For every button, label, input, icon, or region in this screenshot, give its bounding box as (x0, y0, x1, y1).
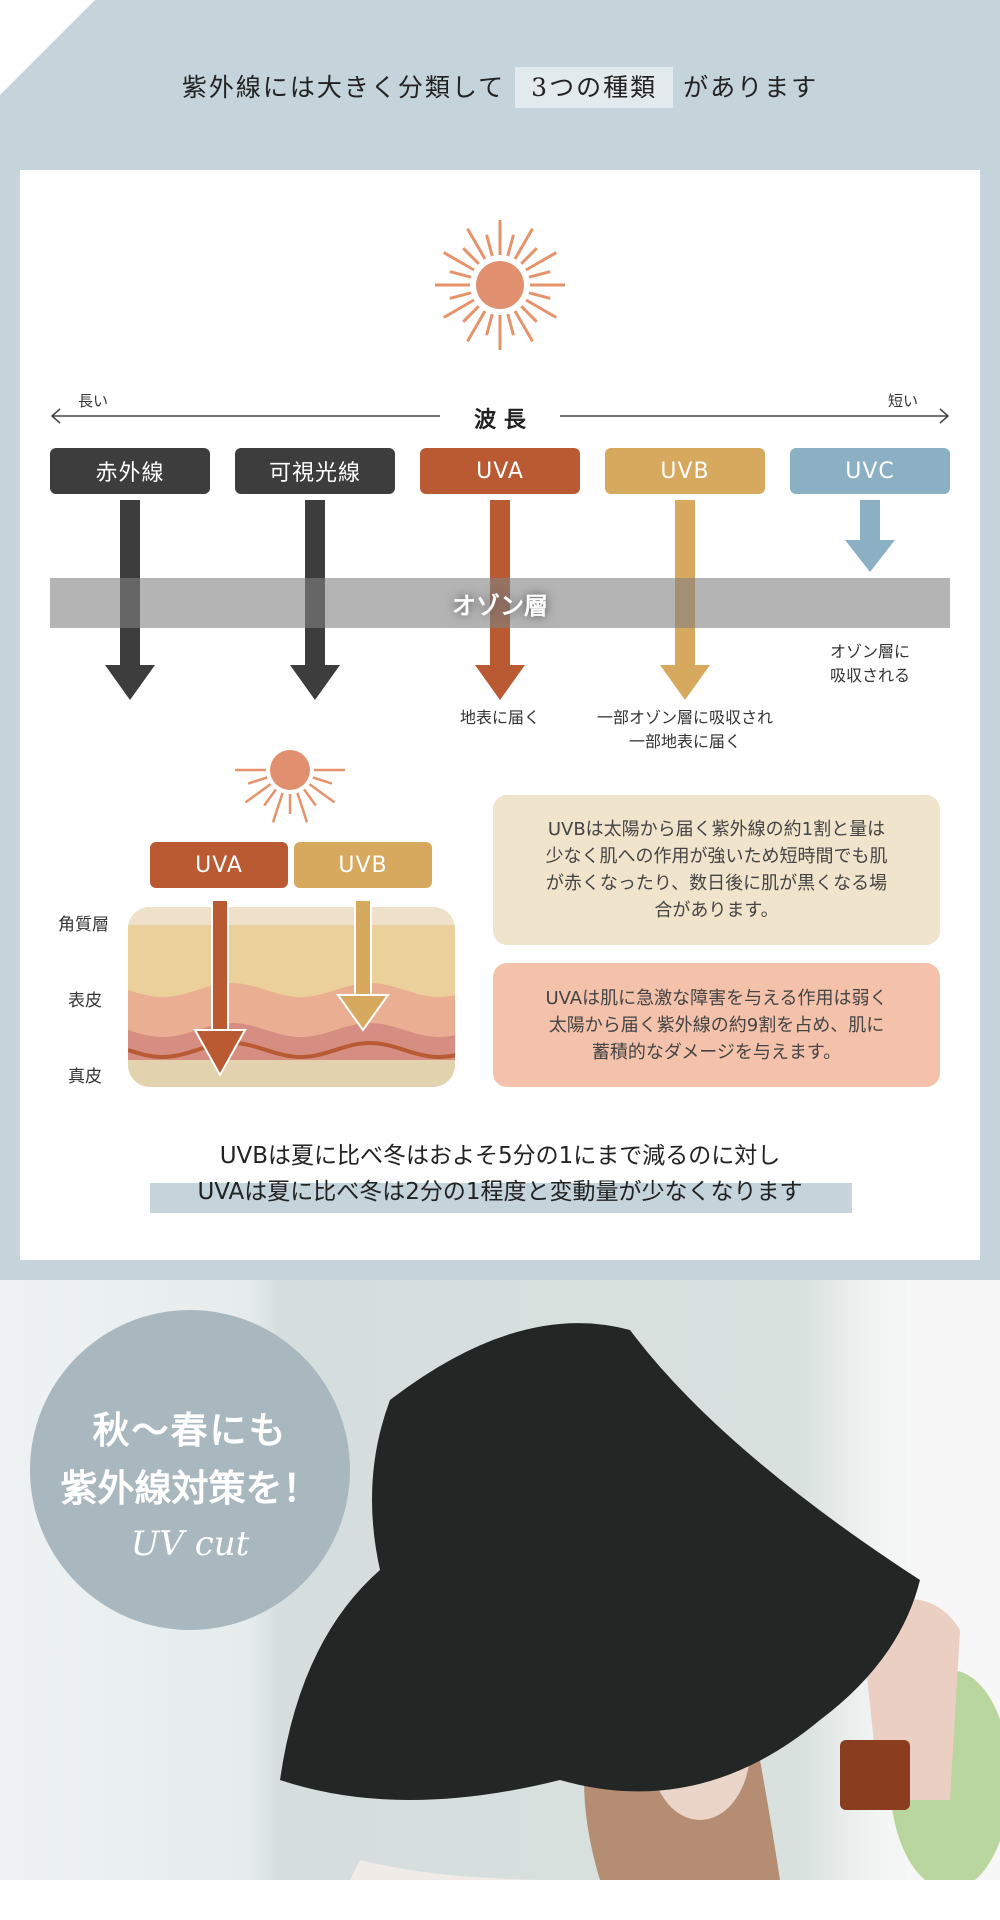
info-line: 合があります。 (654, 900, 779, 921)
ozone-layer: オゾン層 (50, 578, 950, 628)
ray-infrared: 赤外線 (50, 448, 210, 494)
promo-line-1: 秋〜春にも (92, 1408, 288, 1452)
sun-ray (462, 247, 480, 265)
wavelength-arrow (50, 408, 950, 424)
sun-ray (449, 270, 472, 279)
info-line: UVBは太陽から届く紫外線の約1割と量は (547, 819, 886, 840)
section-title: 紫外線には大きく分類して 3つの種類があります (0, 67, 1000, 108)
info-line: 太陽から届く紫外線の約9割を占め、肌に (548, 1014, 885, 1036)
uvb-note-line: 一部地表に届く (628, 732, 741, 751)
uvc-note-line: 吸収される (829, 666, 910, 685)
ray-uva: UVA (420, 448, 580, 494)
promo-line-2: 紫外線対策を！ (60, 1466, 320, 1510)
title-highlight: 3つの種類 (515, 67, 674, 108)
sun-ray (296, 792, 309, 823)
sun-ray (513, 227, 534, 260)
info-line: UVAは肌に急激な障害を与える作用は弱く (545, 987, 888, 1009)
sun-ray (525, 251, 558, 272)
uv-cut-script: UV cut (130, 1524, 250, 1564)
sun-ray (247, 776, 268, 785)
title-text: 紫外線には大きく分類して (181, 73, 506, 102)
layer-epidermis: 表皮 (68, 991, 102, 1011)
summary-highlight (150, 1183, 852, 1213)
uva-note: 地表に届く (459, 708, 540, 727)
info-line: 蓄積的なダメージを与えます。 (591, 1041, 842, 1063)
sun-ray (303, 788, 317, 807)
skin-diagram (128, 899, 455, 1087)
sun-ray (462, 305, 480, 323)
sun-ray (271, 792, 284, 823)
skin-uva-label: UVA (150, 842, 288, 888)
layer-dermis: 真皮 (68, 1067, 102, 1087)
sun-ray (485, 234, 494, 257)
uvb-note: 一部オゾン層に吸収され一部地表に届く (570, 706, 800, 754)
sun-icon (435, 220, 565, 350)
sun-ray (442, 251, 475, 272)
summary-line-1: UVBは夏に比べ冬はおよそ5分の1にまで減るのに対し (219, 1143, 781, 1169)
sun-ray (520, 247, 538, 265)
wavelength-label: 波 長 (474, 408, 526, 433)
uvb-note-line: 一部オゾン層に吸収され (596, 708, 773, 727)
sun-ray (244, 783, 272, 804)
sun-ray (520, 305, 538, 323)
sun-ray (466, 310, 487, 343)
uvc-note: オゾン層に吸収される (800, 640, 940, 688)
sun-ray (308, 783, 336, 804)
uvb-info-box: UVBは太陽から届く紫外線の約1割と量は少なく肌への作用が強いため短時間でも肌が… (493, 795, 940, 945)
ray-uvb: UVB (605, 448, 765, 494)
summary-line-2: UVAは夏に比べ冬は2分の1程度と変動量が少なくなります (197, 1179, 803, 1205)
long-label: 長い (78, 392, 109, 410)
sun-ray (466, 227, 487, 260)
uvc-note-line: オゾン層に (829, 642, 910, 661)
sun-ray (263, 788, 277, 807)
sun-ray (525, 298, 558, 319)
title-text-end: があります (683, 73, 819, 102)
promo-badge: 秋〜春にも 紫外線対策を！ UV cut (30, 1310, 350, 1630)
sun-ray (528, 291, 551, 300)
layer-stratum-corneum: 角質層 (58, 915, 109, 935)
sun-ray (506, 234, 515, 257)
ray-visible: 可視光線 (235, 448, 395, 494)
sun-ray (528, 270, 551, 279)
sun-ray (506, 313, 515, 336)
ray-uvc: UVC (790, 448, 950, 494)
corner-decoration (0, 0, 95, 95)
info-line: が赤くなったり、数日後に肌が黒くなる場 (545, 873, 888, 894)
small-sun-icon (235, 750, 345, 823)
uva-info-box: UVAは肌に急激な障害を与える作用は弱く太陽から届く紫外線の約9割を占め、肌に蓄… (493, 963, 940, 1087)
skin-uvb-label: UVB (294, 842, 432, 888)
info-line: 少なく肌への作用が強いため短時間でも肌 (545, 846, 888, 867)
sun-ray (449, 291, 472, 300)
sun-ray (513, 310, 534, 343)
hat-photo-illustration (280, 1280, 1000, 1880)
sun-ray (442, 298, 475, 319)
sun-ray (485, 313, 494, 336)
short-label: 短い (888, 392, 919, 410)
sun-ray (312, 776, 333, 785)
